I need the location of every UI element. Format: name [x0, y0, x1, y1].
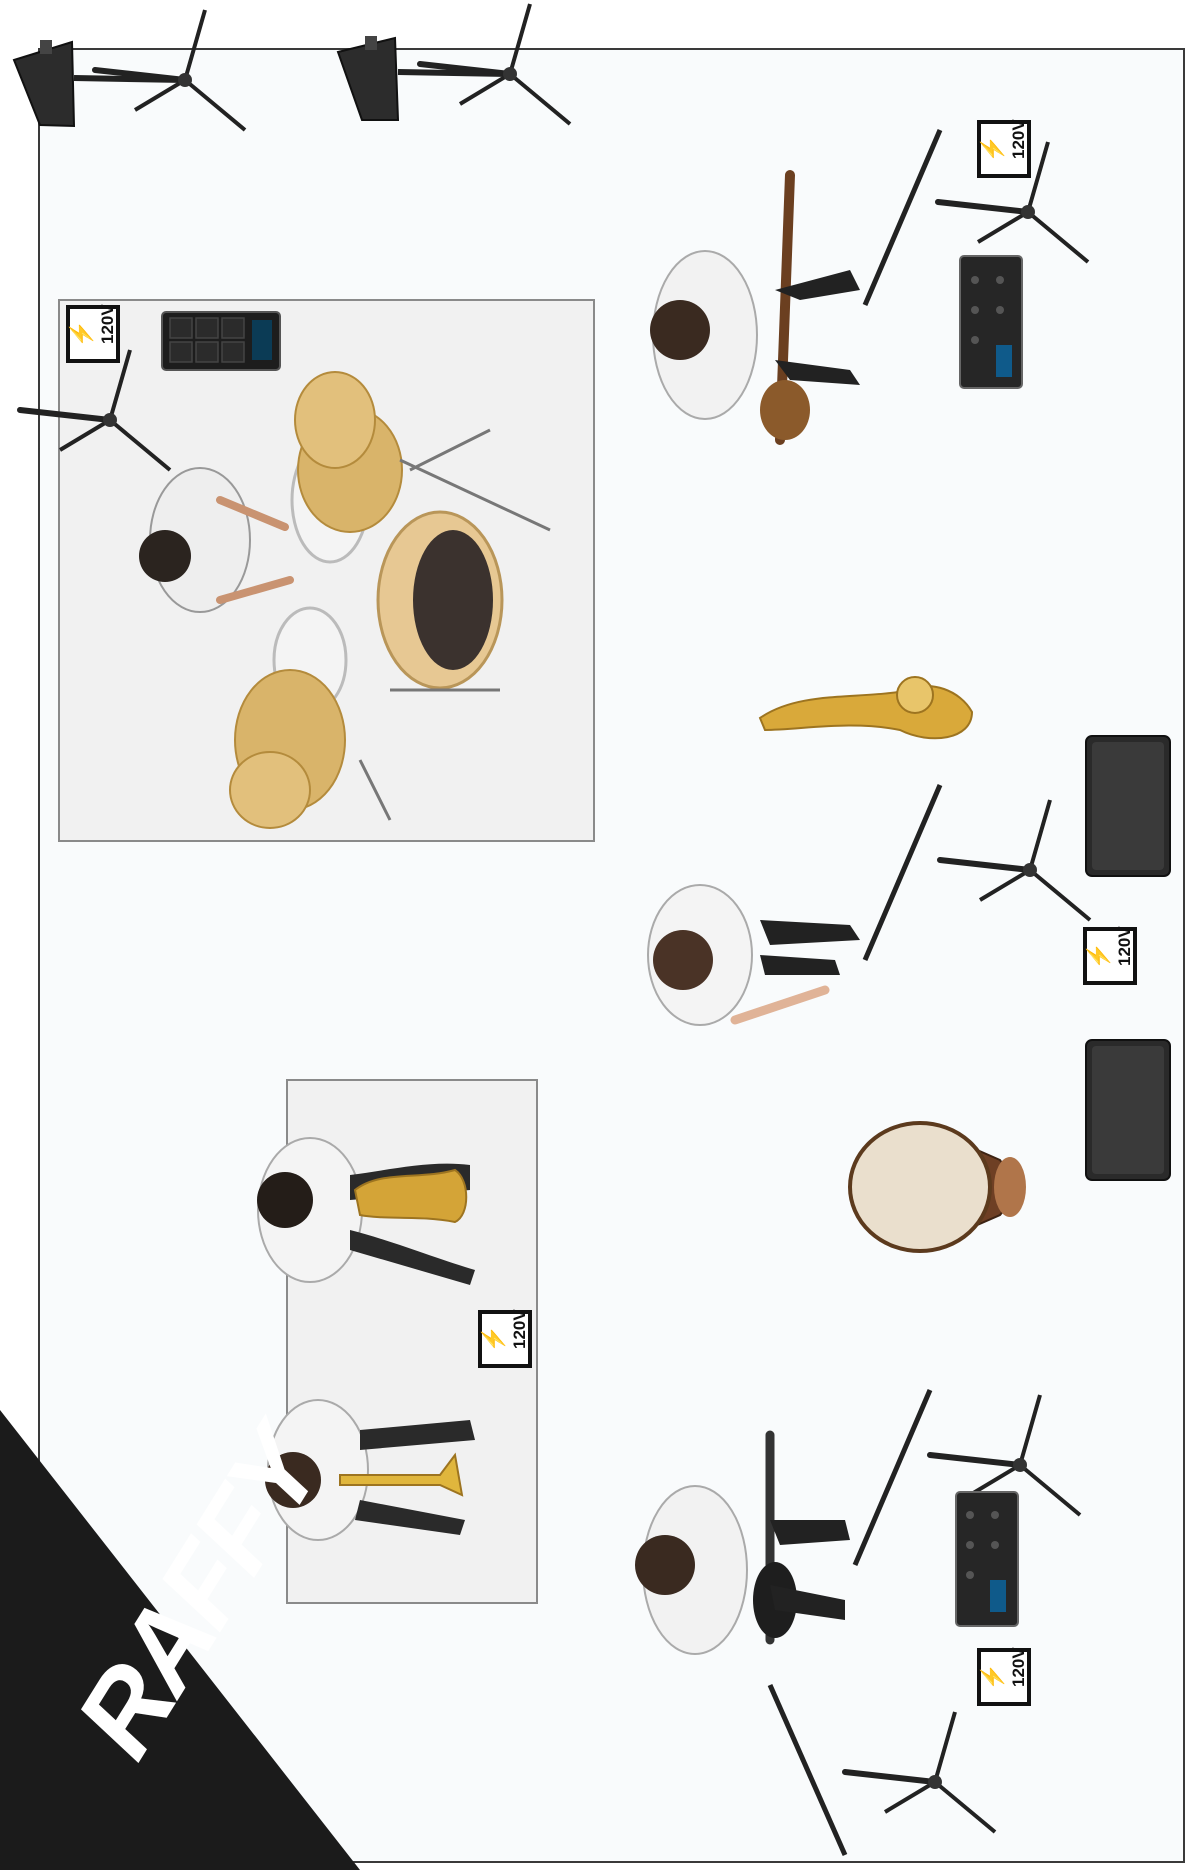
- drum-kit: [20, 312, 550, 828]
- wedge-monitor-right: [338, 4, 570, 124]
- effects-pedal-bass: [960, 256, 1022, 388]
- saxophone-player: [257, 1138, 475, 1285]
- djembe: [850, 1123, 1026, 1251]
- pa-speaker-top: [1086, 736, 1170, 876]
- effects-pedal-guitar: [956, 1492, 1018, 1626]
- logo: RAFFY: [0, 1410, 360, 1870]
- mic-stand-bass: [938, 142, 1088, 262]
- guitar-player: [635, 1435, 850, 1654]
- mic-stand-bottom: [845, 1712, 995, 1832]
- lead-vocalist: [648, 885, 860, 1025]
- saxophone: [760, 677, 972, 738]
- bass-player: [650, 175, 860, 440]
- pa-speaker-bottom: [1086, 1040, 1170, 1180]
- mic-stand-vocal: [940, 800, 1090, 920]
- wedge-monitor-left: [14, 10, 245, 130]
- drummer: [139, 468, 290, 612]
